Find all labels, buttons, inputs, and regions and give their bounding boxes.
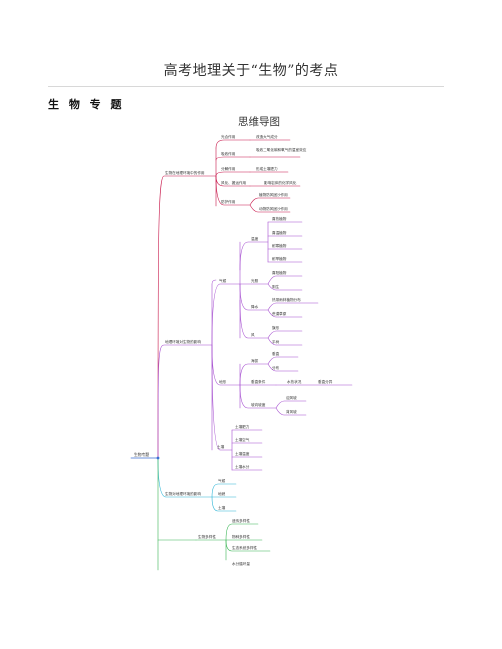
feng-leaf-1: 平树 xyxy=(272,339,280,344)
feng-connector xyxy=(239,299,269,339)
branch-b1-connector xyxy=(157,175,217,459)
b1-c1-label: 光合作用 xyxy=(221,134,236,139)
b1-c5-leaf1: 植物防风固沙作用 xyxy=(259,192,288,197)
wendu-leaf-3: 耐旱植物 xyxy=(272,256,287,261)
root-dot xyxy=(156,456,160,460)
podu-connector xyxy=(239,384,277,409)
b1-c3-label: 分解作用 xyxy=(221,166,236,171)
root-label: 生物专题 xyxy=(134,452,149,457)
turang-leaf-2: 土壤温度 xyxy=(235,451,250,456)
b1-label: 生物在地理环境中的作用 xyxy=(165,170,205,175)
jiangshui-connector xyxy=(239,283,269,311)
b1-c2-label: 吸收作用 xyxy=(221,151,236,156)
b3-leaves xyxy=(211,483,237,512)
podu-leaf-1: 背风坡 xyxy=(286,409,297,414)
b1-c5-fork xyxy=(249,197,291,213)
podu-label: 坡向坡度 xyxy=(251,402,266,407)
mindmap-title: 思维导图 xyxy=(238,116,280,128)
haiba-leaf-0: 垂直 xyxy=(272,351,280,356)
turang-leaf-3: 土壤水分 xyxy=(235,464,250,469)
turang-leaf-0: 土壤肥力 xyxy=(235,424,250,429)
b1-c3-leaf: 形成土壤肥力 xyxy=(256,166,278,171)
wendu-leaf-0: 喜热植物 xyxy=(272,216,287,221)
haiba-label: 海拔 xyxy=(251,358,259,363)
b1-c4-leaf: 影响岩体的化学风化 xyxy=(264,180,297,185)
wendu-label: 温度 xyxy=(251,236,259,241)
podu-leaf-0: 迎风坡 xyxy=(286,395,297,400)
qihou-label: 气候 xyxy=(219,278,227,283)
b1-c1-leaf: 改造大气成分 xyxy=(256,134,278,139)
haiba-connector xyxy=(239,363,269,386)
chuizhi-leaf2: 垂直分异 xyxy=(318,379,333,384)
b1-c3-connector xyxy=(215,171,251,177)
guangzhao-leaf-1: 阴生 xyxy=(272,284,280,289)
jiangshui-leaf-0: 热带雨林植物分布 xyxy=(272,297,301,302)
b4-leaf-1: 物种多样性 xyxy=(232,534,250,539)
haiba-leaf-1: 分布 xyxy=(272,365,280,370)
haiba-leaves xyxy=(267,356,299,372)
b2-label: 地理环境对生物的影响 xyxy=(165,339,201,344)
jiangshui-leaves xyxy=(267,302,319,318)
b4-leaf-0: 遗传多样性 xyxy=(232,518,250,523)
title-divider xyxy=(48,86,444,87)
b3-leaf-2: 土壤 xyxy=(218,505,226,510)
qihou-connector xyxy=(211,283,241,346)
guangzhao-leaves xyxy=(267,275,303,291)
b1-c5-label: 防护作用 xyxy=(221,199,236,204)
page-title: 高考地理关于“生物”的考点 xyxy=(163,63,339,79)
b1-c2-leaf: 吸收二氧化碳和氧气的温室效应 xyxy=(256,147,307,152)
chuizhi-label: 垂直条件 xyxy=(251,379,266,384)
podu-leaves xyxy=(275,400,307,416)
b3-label: 生物对地理环境的影响 xyxy=(165,491,201,496)
section-heading: 生 物 专 题 xyxy=(48,98,125,111)
guangzhao-label: 光照 xyxy=(251,278,259,283)
b1-c4-label: 风化、搬运作用 xyxy=(221,180,247,185)
b3-leaf-0: 气候 xyxy=(218,478,226,483)
wendu-connector xyxy=(239,241,269,271)
turang-connector xyxy=(211,344,233,451)
wendu-leaves xyxy=(267,221,303,263)
turang-label: 土壤 xyxy=(217,444,225,449)
b1-c2-connector xyxy=(215,156,251,161)
wendu-leaf-1: 喜温植物 xyxy=(272,230,287,235)
feng-leaves xyxy=(267,330,303,346)
wendu-leaf-2: 耐寒植物 xyxy=(272,243,287,248)
b1-c5-connector xyxy=(215,175,251,206)
jiangshui-label: 降水 xyxy=(251,304,259,309)
b4-leaf-2: 生态系统多样性 xyxy=(232,545,258,550)
b3-leaf-1: 地貌 xyxy=(218,491,226,496)
feng-label: 风 xyxy=(251,333,255,337)
feng-leaf-0: 旗形 xyxy=(272,325,280,330)
turang-leaves xyxy=(231,429,263,471)
dixing-connector xyxy=(211,344,241,386)
branch-b2-connector xyxy=(157,344,213,459)
dixing-label: 地形 xyxy=(219,379,227,384)
b4-child-label: 生物多样性 xyxy=(198,534,216,539)
chuizhi-leaf1: 水热状况 xyxy=(287,379,302,384)
b4-leaf-3: 水分循环量 xyxy=(232,561,250,566)
b1-c5-leaf2: 动物防风固沙作用 xyxy=(259,206,288,211)
b4-child-leaves xyxy=(225,523,271,552)
jiangshui-leaf-1: 荒漠草原 xyxy=(272,311,287,316)
guangzhao-leaf-0: 喜阳植物 xyxy=(272,270,287,275)
turang-leaf-1: 土壤空气 xyxy=(235,437,250,442)
b1-c1-connector xyxy=(215,139,251,149)
